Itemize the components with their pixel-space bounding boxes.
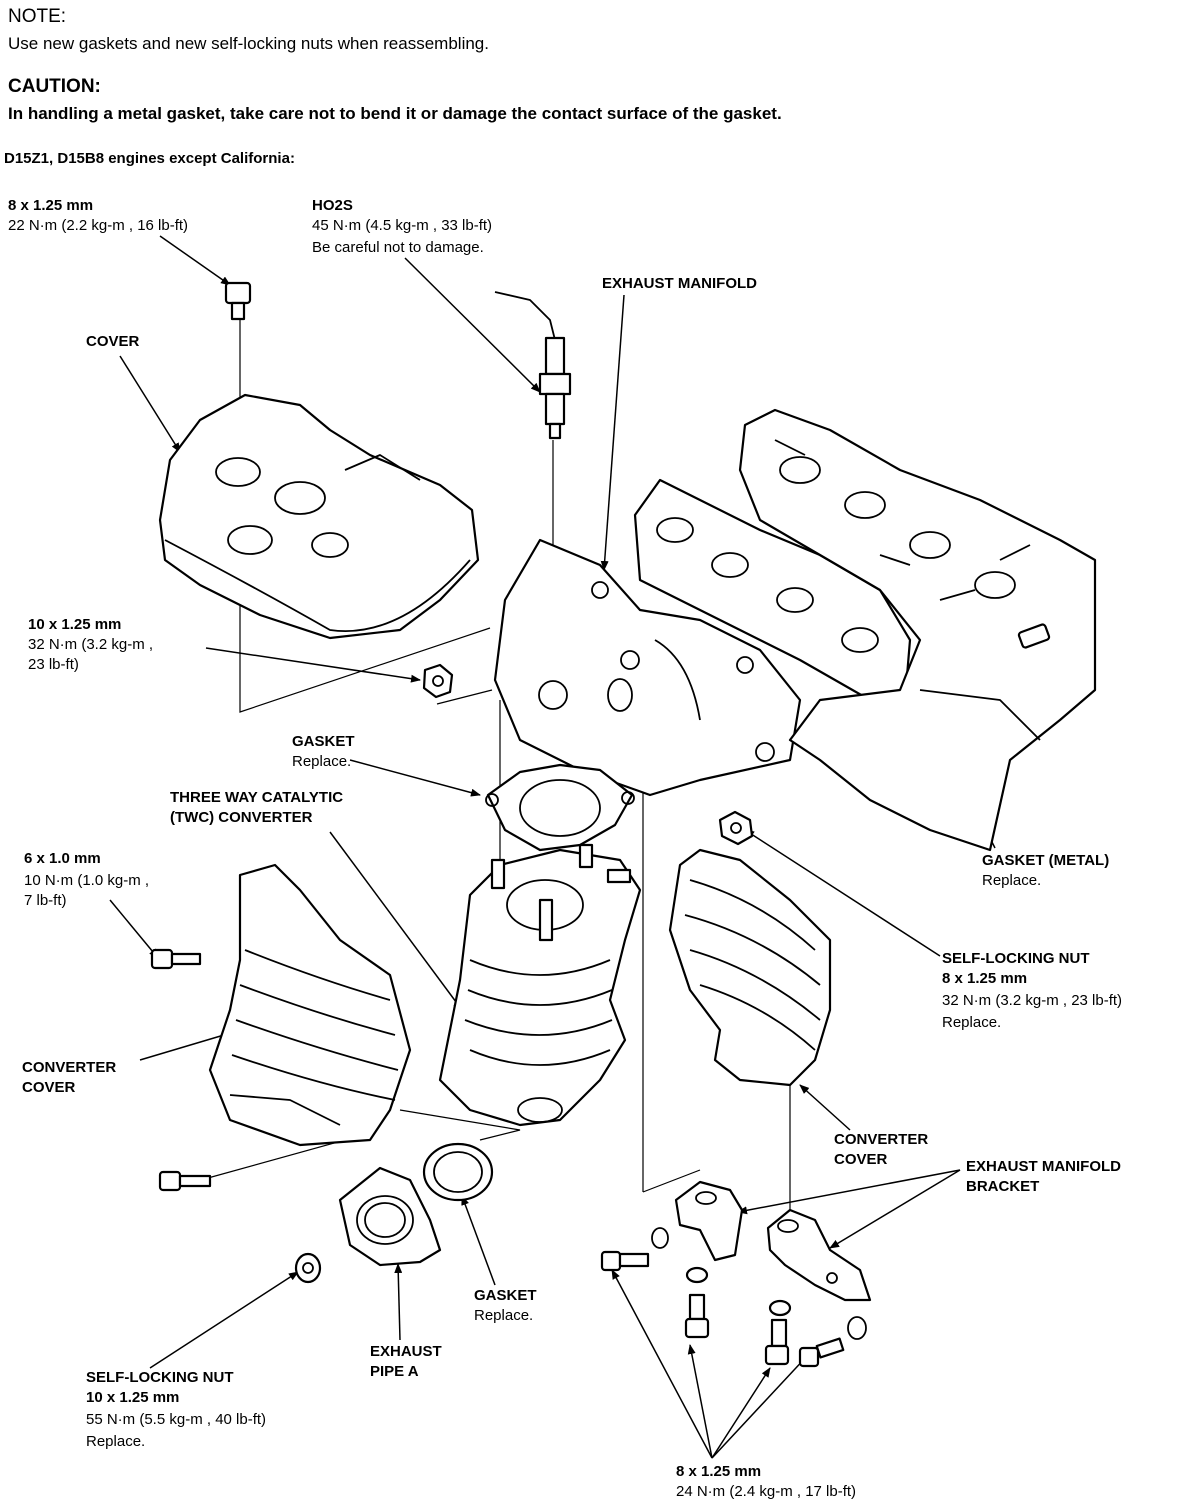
- bracket-bolt-3-icon: [764, 1299, 792, 1366]
- manifold-nut-size: 10 x 1.25 mm: [28, 616, 122, 633]
- exhaust-pipe-icon: [338, 1166, 442, 1267]
- bracket-label-1: EXHAUST MANIFOLD: [966, 1158, 1121, 1175]
- bracket-label-2: BRACKET: [966, 1178, 1040, 1195]
- self-locking-nut-right-torque: 32 N·m (3.2 kg-m , 23 lb-ft): [942, 992, 1123, 1009]
- right-converter-cover-icon: [668, 848, 832, 1087]
- manifold-nut-icon: [422, 663, 454, 699]
- self-locking-nut-bottom-icon: [294, 1252, 322, 1284]
- gasket-top-note: Replace.: [292, 753, 352, 770]
- exhaust-pipe-label-2: PIPE A: [370, 1363, 419, 1380]
- cover-bolt-small-size: 6 x 1.0 mm: [24, 850, 101, 867]
- gasket-top-label: GASKET: [292, 733, 355, 750]
- exhaust-pipe-label-1: EXHAUST: [370, 1343, 442, 1360]
- ho2s-note: Be careful not to damage.: [312, 239, 484, 256]
- converter-cover-left-2: COVER: [22, 1079, 76, 1096]
- cover-label: COVER: [86, 333, 140, 350]
- leader-lines: [109, 235, 996, 1459]
- bracket-bolt-2-icon: [684, 1266, 710, 1339]
- cover-bolt-size: 8 x 1.25 mm: [8, 197, 94, 214]
- cover-bolt-small-torque-2: 7 lb-ft): [24, 892, 67, 909]
- cover-bolt-small-torque-1: 10 N·m (1.0 kg-m ,: [24, 872, 150, 889]
- bottom-gasket-icon: [422, 1142, 494, 1202]
- converter-cover-bolt-icon: [158, 1170, 212, 1192]
- twc-converter-icon: [438, 843, 642, 1127]
- self-locking-nut-bottom-torque: 55 N·m (5.5 kg-m , 40 lb-ft): [86, 1411, 267, 1428]
- gasket-metal-note: Replace.: [982, 872, 1042, 889]
- self-locking-nut-right-label: SELF-LOCKING NUT: [942, 950, 1090, 967]
- caution-text: In handling a metal gasket, take care no…: [8, 104, 782, 123]
- self-locking-nut-bottom-size: 10 x 1.25 mm: [86, 1389, 180, 1406]
- converter-cover-left-1: CONVERTER: [22, 1059, 117, 1076]
- note-title: NOTE:: [8, 6, 67, 27]
- twc-label-1: THREE WAY CATALYTIC: [170, 789, 344, 806]
- bracket-bolt-torque: 24 N·m (2.4 kg-m , 17 lb-ft): [676, 1483, 857, 1500]
- ho2s-label: HO2S: [312, 197, 353, 214]
- cover-bolt-torque: 22 N·m (2.2 kg-m , 16 lb-ft): [8, 217, 189, 234]
- gasket-bottom-label: GASKET: [474, 1287, 537, 1304]
- ho2s-torque: 45 N·m (4.5 kg-m , 33 lb-ft): [312, 217, 493, 234]
- self-locking-nut-bottom-note: Replace.: [86, 1433, 146, 1450]
- note-text: Use new gaskets and new self-locking nut…: [8, 34, 489, 53]
- bracket-bolt-4-icon: [798, 1316, 867, 1368]
- manifold-cover-icon: [158, 393, 480, 640]
- manifold-bracket-right-icon: [766, 1208, 872, 1302]
- cover-bolt-small-icon: [150, 948, 202, 970]
- manifold-nut-torque-2: 23 lb-ft): [28, 656, 79, 673]
- self-locking-nut-bottom-label: SELF-LOCKING NUT: [86, 1369, 234, 1386]
- top-gasket-icon: [485, 763, 635, 852]
- gasket-bottom-note: Replace.: [474, 1307, 534, 1324]
- converter-cover-right-2: COVER: [834, 1151, 888, 1168]
- ho2s-sensor-icon: [494, 291, 572, 440]
- engine-scope: D15Z1, D15B8 engines except California:: [4, 150, 295, 167]
- bracket-bolt-1-icon: [600, 1227, 669, 1272]
- self-locking-nut-right-icon: [718, 810, 754, 846]
- twc-label-2: (TWC) CONVERTER: [170, 809, 313, 826]
- left-converter-cover-icon: [208, 863, 412, 1147]
- self-locking-nut-right-note: Replace.: [942, 1014, 1002, 1031]
- cylinder-head-icon: [738, 408, 1097, 852]
- converter-cover-right-1: CONVERTER: [834, 1131, 929, 1148]
- caution-title: CAUTION:: [8, 76, 101, 97]
- manifold-nut-torque-1: 32 N·m (3.2 kg-m ,: [28, 636, 154, 653]
- gasket-metal-label: GASKET (METAL): [982, 852, 1110, 869]
- self-locking-nut-right-size: 8 x 1.25 mm: [942, 970, 1028, 987]
- bracket-bolt-size: 8 x 1.25 mm: [676, 1463, 762, 1480]
- manifold-bracket-left-icon: [674, 1180, 744, 1262]
- cover-bolt-icon: [224, 281, 252, 321]
- exhaust-manifold-label: EXHAUST MANIFOLD: [602, 275, 757, 292]
